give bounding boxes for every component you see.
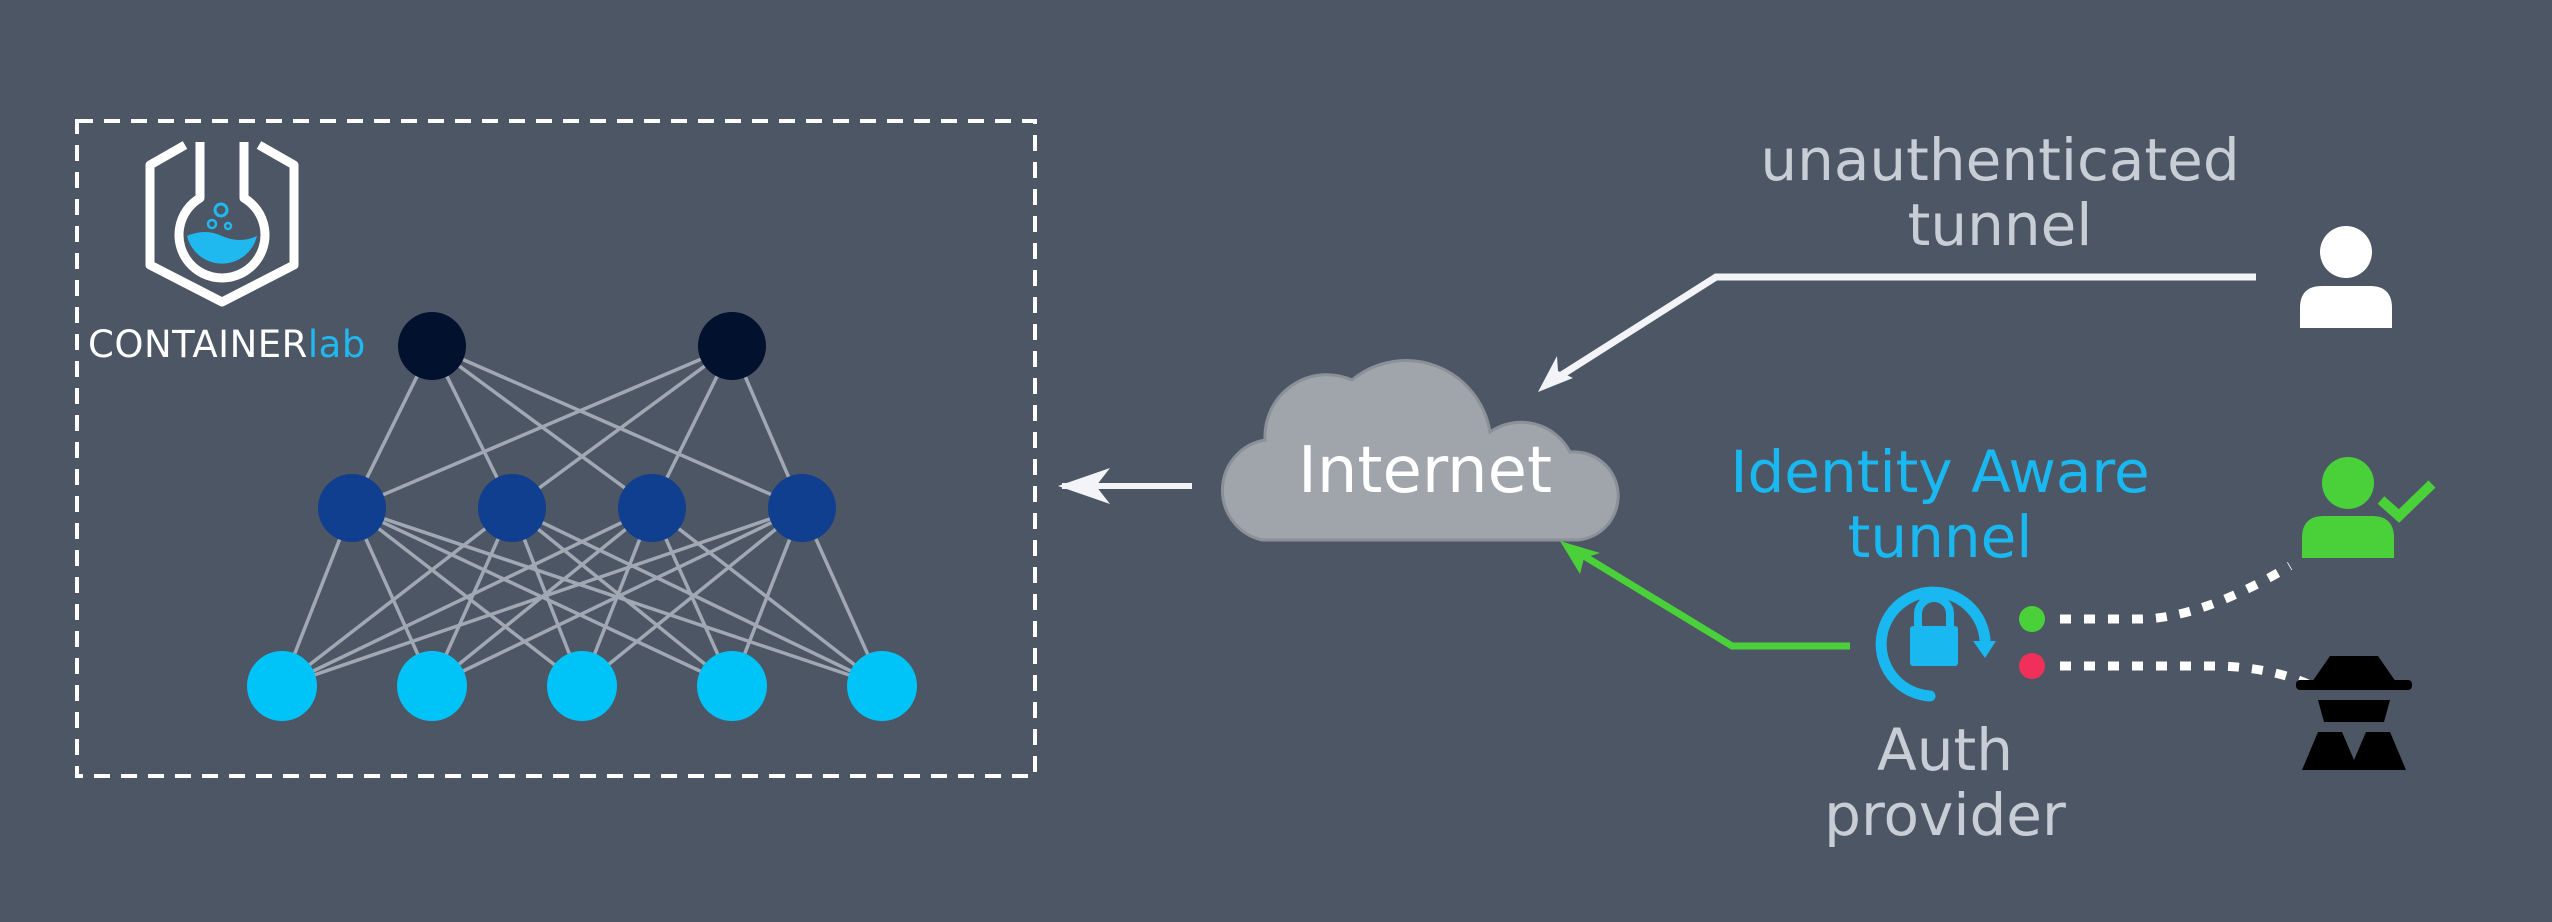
topology-link [351,344,733,510]
verified-user-link [2060,562,2293,624]
topology-link [280,506,514,688]
topology-link [510,506,734,688]
leaf-node [768,474,836,542]
spine-node [698,312,766,380]
topology-nodes [247,312,917,721]
leaf-node [478,474,546,542]
topology-link [281,506,803,688]
endpoint-node [397,651,467,721]
topology-link [431,344,803,510]
lab-ingress-arrowhead [1058,468,1110,504]
auth-provider-label: Auth provider [1645,718,2245,848]
spy-icon [2296,656,2412,770]
topology-link [431,506,803,688]
leaf-node [318,474,386,542]
unauthenticated-line1: unauthenticated [1760,126,2240,194]
lock-refresh-icon [1875,586,1996,702]
wordmark-accent: lab [307,323,366,366]
identity-aware-line2: tunnel [1847,502,2033,571]
containerlab-wordmark: CONTAINERlab [88,323,366,366]
leaf-node [618,474,686,542]
endpoint-node [547,651,617,721]
auth-line2: provider [1824,780,2066,849]
endpoint-node [847,651,917,721]
user-check-icon [2302,457,2436,558]
identity-aware-tunnel-label: Identity Aware tunnel [1640,440,2240,570]
auth-line1: Auth [1877,716,2013,784]
rejected-port [2019,653,2045,679]
spine-node [398,312,466,380]
containerlab-flask-icon [145,141,299,307]
unauthenticated-tunnel-label: unauthenticated tunnel [1700,128,2300,258]
unauthenticated-arrowhead [1538,356,1573,392]
unauthenticated-tunnel-line [1558,273,2256,379]
identity-aware-tunnel-line [1582,553,1850,650]
verified-port [2019,606,2045,632]
endpoint-node [697,651,767,721]
topology-link [281,506,653,688]
topology-link [580,506,804,688]
unauthenticated-line2: tunnel [1907,190,2093,259]
identity-aware-line1: Identity Aware [1730,438,2150,506]
user-icon [2300,226,2392,328]
identity-aware-arrowhead [1560,541,1600,574]
topology-link [510,344,734,510]
internet-cloud [1220,359,1620,542]
endpoint-node [247,651,317,721]
wordmark-main: CONTAINER [88,323,308,366]
lab-boundary [75,119,1037,778]
topology-link [511,506,883,688]
internet-label: Internet [1297,434,1553,508]
attacker-link [2060,661,2323,694]
